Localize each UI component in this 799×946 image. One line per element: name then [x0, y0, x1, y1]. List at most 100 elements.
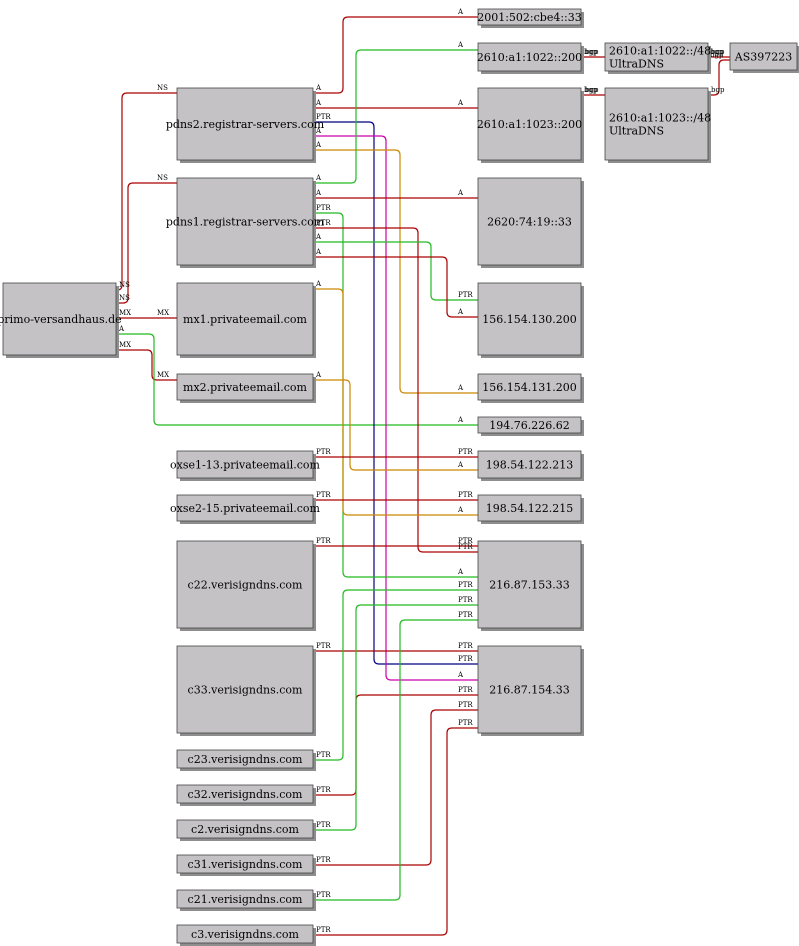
edge-label-source: PTR	[316, 926, 331, 934]
edge-label-source: MX	[119, 341, 131, 349]
node-oxse2[interactable]: oxse2-15.privateemail.com	[170, 494, 321, 524]
edge-label-target: PTR	[458, 491, 473, 499]
node-label: 198.54.122.213	[486, 459, 573, 472]
node-label: UltraDNS	[609, 125, 664, 138]
edge-pdns2-to-ip_216_154	[313, 135, 478, 681]
edge-label-target: A	[457, 568, 464, 576]
node-label: 198.54.122.215	[486, 502, 573, 515]
node-box	[477, 87, 582, 161]
edge-c31-to-ip_216_154	[313, 709, 478, 866]
node-box	[176, 494, 314, 522]
node-c32[interactable]: c32.verisigndns.com	[176, 784, 316, 806]
node-label: 2610:a1:1022::200	[477, 51, 582, 64]
edge-c3-to-ip_216_154	[313, 727, 478, 936]
node-c22[interactable]: c22.verisigndns.com	[176, 540, 316, 631]
node-c3[interactable]: c3.verisigndns.com	[176, 924, 316, 946]
edge-label-target: A	[457, 41, 464, 49]
node-label: 2620:74:19::33	[487, 216, 572, 229]
edge-label-target: bgp	[710, 51, 724, 59]
node-pdns2[interactable]: pdns2.registrar-servers.com	[166, 87, 325, 163]
node-label: mx2.privateemail.com	[183, 381, 307, 394]
node-ip_156_131[interactable]: 156.154.131.200	[477, 373, 584, 403]
node-box	[477, 416, 582, 434]
node-label: c31.verisigndns.com	[188, 858, 303, 871]
node-box	[176, 889, 314, 909]
node-label: c32.verisigndns.com	[188, 788, 303, 801]
node-label: oxse1-13.privateemail.com	[170, 459, 321, 472]
node-pdns1[interactable]: pdns1.registrar-servers.com	[166, 177, 325, 268]
edge-label-source: A	[315, 371, 322, 379]
node-label: 2610:a1:1022::/48	[609, 45, 711, 58]
edge-pdns2-to-ip_2001	[313, 16, 478, 94]
node-ip_194[interactable]: 194.76.226.62	[477, 416, 584, 436]
node-ip_216_154[interactable]: 216.87.154.33	[477, 645, 584, 736]
edge-label-target: PTR	[458, 291, 473, 299]
node-c23[interactable]: c23.verisigndns.com	[176, 749, 316, 771]
node-box	[176, 924, 314, 944]
edge-label-source: PTR	[316, 891, 331, 899]
node-label: pdns1.registrar-servers.com	[166, 216, 325, 229]
node-c21[interactable]: c21.verisigndns.com	[176, 889, 316, 911]
node-ip_2610_200[interactable]: 2610:a1:1022::200	[477, 42, 584, 74]
node-box	[176, 450, 314, 479]
node-mx1[interactable]: mx1.privateemail.com	[176, 282, 316, 358]
edge-label-source: PTR	[316, 751, 331, 759]
node-box	[477, 177, 582, 266]
edge-label-target: PTR	[458, 596, 473, 604]
node-box	[176, 87, 314, 161]
node-box	[729, 42, 798, 71]
edge-label-source: bgp	[711, 48, 725, 56]
node-asn[interactable]: AS397223	[729, 42, 799, 73]
edge-label-source: PTR	[316, 821, 331, 829]
edge-mx1-to-ip_198_215	[313, 288, 478, 516]
node-ip_198_213[interactable]: 198.54.122.213	[477, 450, 584, 481]
edge-label-target: PTR	[458, 701, 473, 709]
node-ip_2610_1023_200[interactable]: 2610:a1:1023::200	[477, 87, 584, 163]
edge-label-source: A	[315, 248, 322, 256]
node-domain[interactable]: primo-versandhaus.de	[0, 282, 122, 358]
node-ip_2620[interactable]: 2620:74:19::33	[477, 177, 584, 268]
node-label: oxse2-15.privateemail.com	[170, 502, 321, 515]
edge-label-source: A	[315, 99, 322, 107]
edge-pdns2-to-ip_156_131	[313, 149, 478, 394]
node-c2[interactable]: c2.verisigndns.com	[176, 819, 316, 841]
edge-label-source: A	[315, 189, 322, 197]
nodes-layer: primo-versandhaus.de pdns2.registrar-serv…	[0, 8, 799, 946]
edge-label-source: NS	[119, 294, 130, 302]
node-label: c2.verisigndns.com	[191, 823, 299, 836]
edge-label-source: bgp	[584, 86, 598, 94]
node-c31[interactable]: c31.verisigndns.com	[176, 854, 316, 876]
node-ip_2001[interactable]: 2001:502:cbe4::33	[477, 8, 584, 28]
edge-label-source: PTR	[316, 219, 331, 227]
node-ip_198_215[interactable]: 198.54.122.215	[477, 494, 584, 524]
edge-label-source: bgp	[584, 48, 598, 56]
edge-label-source: PTR	[316, 537, 331, 545]
edge-label-target: PTR	[458, 537, 473, 545]
edge-label-target: A	[457, 8, 464, 16]
edge-label-target: PTR	[458, 719, 473, 727]
edge-prefix_1023-to-asn	[708, 59, 730, 96]
edge-label-target: PTR	[458, 686, 473, 694]
node-box	[176, 645, 314, 734]
node-ip_216_153[interactable]: 216.87.153.33	[477, 540, 584, 631]
edge-label-source: PTR	[316, 856, 331, 864]
node-box	[477, 540, 582, 629]
node-box	[477, 373, 582, 401]
node-box	[176, 819, 314, 839]
edge-pdns1-to-ip_216_153	[313, 227, 478, 553]
edge-label-source: PTR	[316, 204, 331, 212]
node-ip_156_130[interactable]: 156.154.130.200	[477, 282, 584, 358]
node-mx2[interactable]: mx2.privateemail.com	[176, 373, 316, 403]
node-box	[176, 373, 314, 401]
node-c33[interactable]: c33.verisigndns.com	[176, 645, 316, 736]
edge-c23-to-ip_216_153	[313, 589, 478, 761]
edge-label-target: A	[457, 461, 464, 469]
edge-label-target: bgp	[710, 48, 724, 56]
node-label: primo-versandhaus.de	[0, 313, 122, 326]
node-oxse1[interactable]: oxse1-13.privateemail.com	[170, 450, 321, 481]
node-label: c21.verisigndns.com	[188, 893, 303, 906]
